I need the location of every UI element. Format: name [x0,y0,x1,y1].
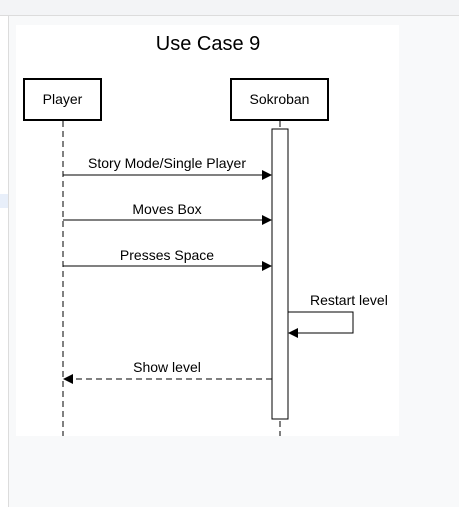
message-presses-space[interactable]: Presses Space [63,247,272,271]
participant-player[interactable]: Player [23,78,102,121]
participant-sokroban-label: Sokroban [250,91,310,107]
message-presses-space-label: Presses Space [120,247,214,263]
message-show-level-label: Show level [133,359,201,375]
diagram-title: Use Case 9 [156,33,261,55]
activation-bar-sokroban[interactable] [271,128,289,420]
message-show-level[interactable]: Show level [63,359,272,384]
top-toolbar-strip [0,0,459,16]
left-panel-selected-row[interactable] [0,194,8,208]
participant-player-label: Player [43,91,83,107]
message-moves-box[interactable]: Moves Box [63,201,272,225]
message-restart-level-label: Restart level [310,292,388,308]
message-story-mode-label: Story Mode/Single Player [88,155,246,171]
participant-sokroban[interactable]: Sokroban [230,78,329,121]
message-restart-level[interactable]: Restart level [288,292,388,338]
message-story-mode[interactable]: Story Mode/Single Player [63,155,272,180]
message-moves-box-label: Moves Box [132,201,201,217]
left-side-panel [0,16,9,507]
